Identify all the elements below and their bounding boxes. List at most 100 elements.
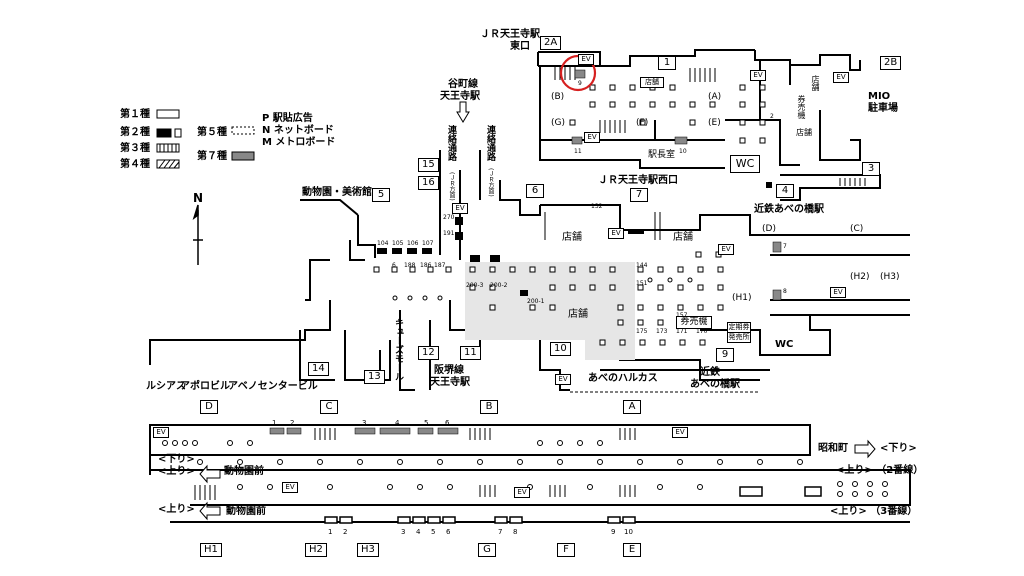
ticket-machines: 券売機 — [676, 316, 712, 329]
gate-a[interactable]: A — [623, 400, 641, 414]
gate-h3[interactable]: H3 — [357, 543, 379, 557]
ad-6: 6 — [392, 262, 396, 269]
ad-157: 157 — [676, 312, 688, 319]
renraku-sub-1: (ＪＲ方面) — [448, 172, 455, 201]
exit-2b[interactable]: 2B — [880, 56, 902, 70]
up-left-2: <上り> — [158, 504, 195, 515]
legend-kind4: 第４種 — [120, 159, 150, 170]
exit-5[interactable]: 5 — [372, 188, 390, 202]
exit-16[interactable]: 16 — [418, 176, 439, 190]
legend-p: P 駅貼広告 — [262, 113, 313, 124]
shop-west: 店舗 — [562, 232, 582, 243]
ad-151: 151 — [636, 280, 648, 287]
ad-187: 187 — [434, 262, 446, 269]
plat-ad-bottom-2: 2 — [343, 528, 348, 536]
zone-g: (G) — [551, 118, 565, 128]
legend-m: M メトロボード — [262, 137, 336, 148]
legend-kind2: 第２種 — [120, 127, 150, 138]
plat-ad-top-3: 3 — [362, 419, 367, 427]
teiki-2: 発売所 — [727, 333, 751, 343]
ad-170: 170 — [696, 328, 708, 335]
exit-9[interactable]: 9 — [716, 348, 734, 362]
exit-3[interactable]: 3 — [862, 162, 880, 176]
shop-east: 店舗 — [673, 232, 693, 243]
jr-west-gate-label: ＪＲ天王寺駅西口 — [598, 175, 678, 186]
ev-mio: EV — [833, 72, 849, 83]
kintetsu-bottom-1: 近鉄 — [700, 367, 720, 378]
plat-ad-bottom-1: 1 — [328, 528, 333, 536]
exit-7[interactable]: 7 — [630, 188, 648, 202]
ad-186: 186 — [420, 262, 432, 269]
down-left: <下り> — [158, 454, 195, 465]
up-right-3ban: <上り> （3番線） — [830, 506, 918, 517]
harukas-label: あべのハルカス — [588, 373, 658, 384]
plat-ad-bottom-8: 8 — [513, 528, 518, 536]
gate-f[interactable]: F — [557, 543, 575, 557]
exit-4[interactable]: 4 — [776, 184, 794, 198]
ad-171: 171 — [676, 328, 688, 335]
exit-11[interactable]: 11 — [460, 346, 481, 360]
gate-c[interactable]: C — [320, 400, 338, 414]
plat-ad-bottom-6: 6 — [446, 528, 451, 536]
doubutsuen-mae-1: 動物園前 — [224, 466, 264, 477]
ev-platform-left: EV — [153, 427, 169, 438]
plat-ad-top-6: 6 — [445, 419, 450, 427]
legend-kind1: 第１種 — [120, 109, 150, 120]
ticket-right-vertical: 券売機 — [797, 95, 806, 119]
exit-13[interactable]: 13 — [364, 370, 385, 384]
up-right-2ban: <上り> （2番線） — [836, 465, 924, 476]
gate-d[interactable]: D — [200, 400, 218, 414]
jr-east-gate-label-2: 東口 — [510, 41, 530, 52]
zone-h1: (H1) — [732, 293, 752, 303]
wc-north: WC — [730, 155, 760, 173]
ad-173: 173 — [656, 328, 668, 335]
exit-1[interactable]: 1 — [658, 56, 676, 70]
kintetsu-abeno-label: 近鉄あべの橋駅 — [754, 204, 824, 215]
ad-9: 9 — [578, 80, 582, 87]
plat-ad-top-2: 2 — [290, 419, 295, 427]
ad-191: 191 — [443, 230, 455, 237]
mio-label-2: 駐車場 — [868, 103, 898, 114]
ad-7: 7 — [783, 243, 787, 250]
abeno-center-label: アベノセンタービル — [228, 381, 318, 392]
zone-c: (C) — [850, 224, 864, 234]
plat-ad-top-5: 5 — [424, 419, 429, 427]
showacho-label: 昭和町 — [818, 443, 848, 454]
exit-12[interactable]: 12 — [418, 346, 439, 360]
zone-a: (A) — [708, 92, 722, 102]
gate-e[interactable]: E — [623, 543, 641, 557]
legend-n: N ネットボード — [262, 125, 334, 136]
exit-14[interactable]: 14 — [308, 362, 329, 376]
ad-175: 175 — [636, 328, 648, 335]
gate-g[interactable]: G — [478, 543, 496, 557]
legend-kind5: 第５種 — [197, 127, 227, 138]
ad-10: 10 — [679, 148, 687, 155]
ad-105: 105 — [392, 240, 404, 247]
exit-10[interactable]: 10 — [550, 342, 571, 356]
jr-east-gate-label-1: ＪＲ天王寺駅 — [480, 29, 540, 40]
gate-h1[interactable]: H1 — [200, 543, 222, 557]
ad-132: 132 — [591, 203, 603, 210]
ad-104: 104 — [377, 240, 389, 247]
ev-harukas: EV — [555, 374, 571, 385]
zone-h2: (H2) — [850, 272, 870, 282]
kintetsu-bottom-2: あべの橋駅 — [690, 379, 740, 390]
plat-ad-top-4: 4 — [395, 419, 400, 427]
mio-label-1: MIO — [868, 91, 891, 102]
ad-200-3: 200-3 — [466, 282, 484, 289]
ad-11: 11 — [574, 148, 582, 155]
ev-west-gate: EV — [608, 228, 624, 239]
down-right: <下り> — [880, 443, 917, 454]
zoo-label: 動物園・美術館 — [302, 187, 372, 198]
exit-2a[interactable]: 2A — [540, 36, 562, 50]
hankai-label-1: 阪堺線 — [434, 365, 464, 376]
ev-h2: EV — [830, 287, 846, 298]
gate-b[interactable]: B — [480, 400, 498, 414]
exit-15[interactable]: 15 — [418, 158, 439, 172]
exit-6[interactable]: 6 — [526, 184, 544, 198]
zone-f: (F) — [636, 118, 649, 128]
gate-h2[interactable]: H2 — [305, 543, 327, 557]
ev-platform-center: EV — [514, 487, 530, 498]
